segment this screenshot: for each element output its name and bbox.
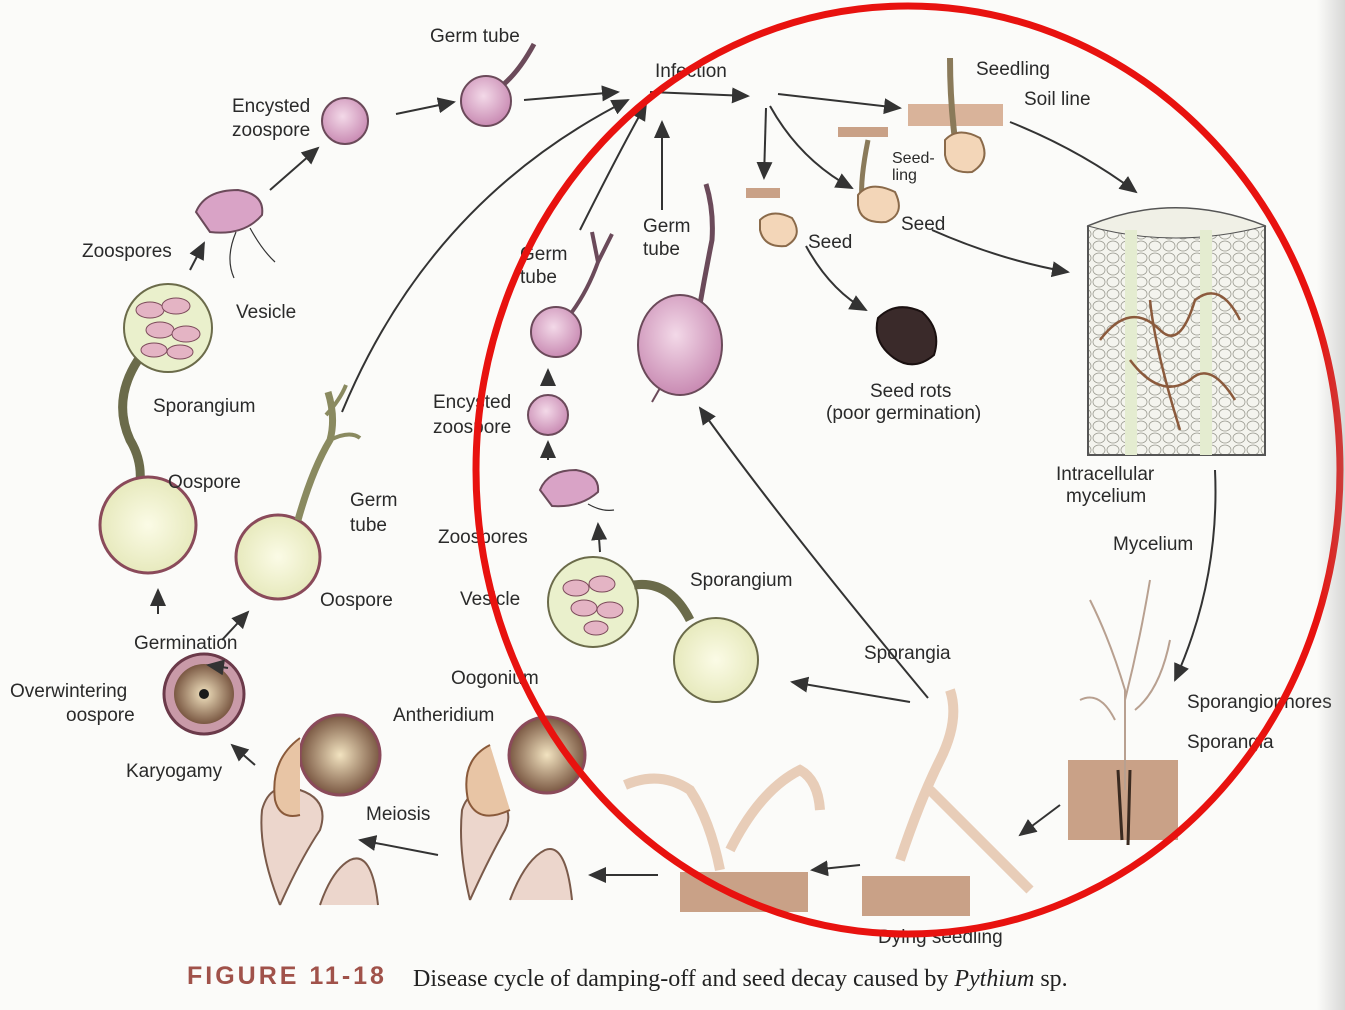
karyogamy-structure — [261, 715, 380, 905]
germinating-oospore — [236, 385, 360, 599]
tissue-block — [1088, 208, 1265, 455]
label-vesicle-left: Vesicle — [236, 302, 296, 323]
highlight-circle — [476, 6, 1340, 934]
figure-caption: Disease cycle of damping-off and seed de… — [413, 966, 1068, 993]
label-sporangiophores: Sporangiophores — [1187, 692, 1332, 713]
label-seed-2: Seed — [808, 232, 852, 253]
label-encysted-zoospore-2: zoospore — [232, 120, 310, 141]
seedling-short — [838, 127, 899, 222]
label-overwintering-1: Overwintering — [10, 681, 127, 702]
caption-text: Disease cycle of damping-off and seed de… — [413, 966, 948, 992]
caption-species: Pythium — [954, 966, 1034, 992]
label-sporangia-center: Sporangia — [864, 643, 951, 664]
label-oospore-left: Oospore — [168, 472, 241, 493]
zoospore-left — [196, 190, 275, 278]
label-seed-rots-2: (poor germination) — [826, 403, 981, 424]
label-seed-rots-1: Seed rots — [870, 381, 951, 402]
label-germ-tube-inner-b2: tube — [643, 239, 680, 260]
label-encysted-zoospore-1: Encysted — [232, 96, 310, 117]
oogonium-structure — [461, 717, 585, 900]
label-seed-1: Seed — [901, 214, 945, 235]
figure-number: FIGURE 11-18 — [187, 962, 387, 991]
seed-small — [746, 188, 797, 246]
label-germ-tube-mid-1: Germ — [350, 490, 398, 511]
encysted-zoospore-top — [322, 98, 368, 144]
label-meiosis: Meiosis — [366, 804, 430, 825]
label-overwintering-2: oospore — [66, 705, 135, 726]
label-oospore-mid: Oospore — [320, 590, 393, 611]
zoospore-inner — [540, 470, 614, 510]
label-zoospores-left: Zoospores — [82, 241, 172, 262]
label-germ-tube-mid-2: tube — [350, 515, 387, 536]
label-antheridium: Antheridium — [393, 705, 494, 726]
label-intracellular-1: Intracellular — [1056, 464, 1155, 485]
label-sporangium-inner: Sporangium — [690, 570, 792, 591]
label-intracellular-2: mycelium — [1066, 486, 1146, 507]
germ-tube-spore-top — [461, 44, 534, 126]
mycelium-growth — [1068, 580, 1178, 845]
label-karyogamy: Karyogamy — [126, 761, 223, 782]
caption-suffix: sp. — [1040, 966, 1067, 992]
label-seedling-short-1: Seed- — [892, 150, 935, 167]
label-germ-tube-top: Germ tube — [430, 26, 520, 47]
overwintering-oospore — [164, 654, 244, 734]
label-sporangium-left: Sporangium — [153, 396, 255, 417]
label-seedling-short-2: ling — [892, 167, 917, 184]
dying-seedling-center — [862, 690, 1030, 916]
label-soil-line: Soil line — [1024, 89, 1091, 110]
label-encysted-inner-2: zoospore — [433, 417, 511, 438]
label-germ-tube-inner-a2: tube — [520, 267, 557, 288]
label-encysted-inner-1: Encysted — [433, 392, 511, 413]
rotted-seed — [877, 307, 937, 364]
label-mycelium: Mycelium — [1113, 534, 1193, 555]
label-germ-tube-inner-b1: Germ — [643, 216, 691, 237]
encysted-zoospore-inner — [528, 395, 568, 435]
sporangium-left — [100, 284, 212, 573]
page-edge-shadow — [1317, 0, 1345, 1010]
label-seedling-top: Seedling — [976, 59, 1050, 80]
label-germination: Germination — [134, 633, 238, 654]
